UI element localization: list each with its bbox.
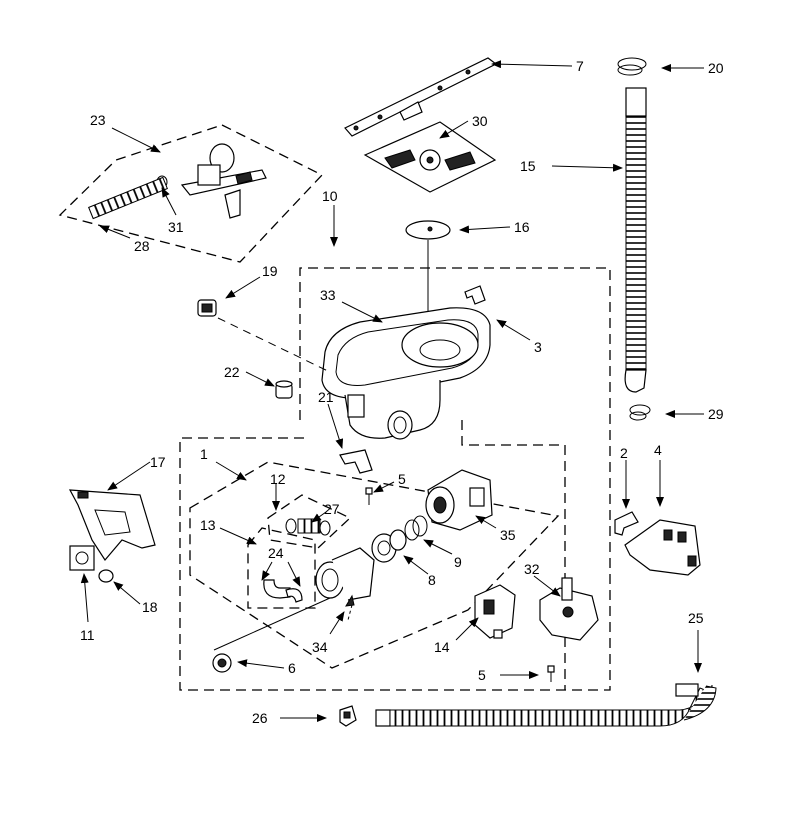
callout-18: 18 — [142, 599, 158, 615]
callout-19: 19 — [262, 263, 278, 279]
bracket-part-2 — [614, 511, 639, 536]
diverter-part-32 — [539, 577, 599, 641]
callout-29: 29 — [708, 406, 724, 422]
callout-8: 8 — [428, 572, 436, 588]
callout-24: 24 — [268, 545, 284, 561]
group-13-boundary — [247, 527, 316, 609]
callout-5b: 5 — [478, 667, 486, 683]
callout-22: 22 — [224, 364, 240, 380]
leader-6-connector — [213, 597, 331, 651]
callout-20: 20 — [708, 60, 724, 76]
callout-26: 26 — [252, 710, 268, 726]
callout-7: 7 — [576, 58, 584, 74]
callout-25: 25 — [688, 610, 704, 626]
callout-6: 6 — [288, 660, 296, 676]
screw-part-5-lower — [547, 665, 555, 682]
callout-17: 17 — [150, 454, 166, 470]
callout-4: 4 — [654, 442, 662, 458]
callout-28: 28 — [134, 238, 150, 254]
callout-13: 13 — [200, 517, 216, 533]
callout-21: 21 — [318, 389, 334, 405]
callout-27: 27 — [324, 501, 340, 517]
callout-34: 34 — [312, 639, 328, 655]
mount-part-11 — [69, 545, 95, 571]
group-12-boundary — [267, 494, 352, 549]
sump-housing-part-33 — [321, 307, 491, 440]
clip-part-26 — [339, 705, 357, 727]
bracket-part-17 — [68, 489, 156, 562]
screw-part-5-upper — [365, 487, 373, 505]
callout-33: 33 — [320, 287, 336, 303]
pump-motor-part-35 — [425, 469, 493, 531]
callout-labels: 7 20 23 30 15 31 28 16 10 19 33 3 22 29 … — [80, 58, 724, 726]
callout-23: 23 — [90, 112, 106, 128]
callout-2: 2 — [620, 445, 628, 461]
callout-3: 3 — [534, 339, 542, 355]
pump-body-part-34 — [315, 547, 375, 607]
inlet-valve-part-23 — [180, 143, 267, 219]
elbow-part-24 — [263, 579, 303, 603]
filter-plate-part-30 — [363, 121, 497, 193]
housing-part-4 — [624, 519, 701, 576]
spring-part-27 — [285, 518, 331, 536]
fitting-part-19 — [197, 299, 217, 317]
seal-part-9 — [404, 515, 428, 541]
callout-15: 15 — [520, 158, 536, 174]
seal-part-8 — [371, 529, 407, 563]
clip-part-3 — [464, 285, 486, 305]
drain-hose-part-15 — [624, 87, 647, 393]
callout-10: 10 — [322, 188, 338, 204]
callout-35: 35 — [500, 527, 516, 543]
callout-16: 16 — [514, 219, 530, 235]
callout-32: 32 — [524, 561, 540, 577]
group-23-boundary — [58, 124, 324, 263]
callout-5a: 5 — [398, 471, 406, 487]
leader-lines — [80, 60, 704, 722]
disk-part-16 — [405, 220, 451, 240]
bracket-part-21 — [339, 449, 373, 474]
group-10-boundary — [179, 267, 611, 691]
clamp-part-20 — [617, 57, 647, 76]
motor-part-14 — [474, 584, 516, 639]
drain-hose-part-25 — [375, 683, 717, 727]
callout-14: 14 — [434, 639, 450, 655]
callout-11: 11 — [80, 627, 95, 643]
group-10-inner — [461, 420, 566, 690]
group-1-boundary — [189, 461, 560, 669]
callout-9: 9 — [454, 554, 462, 570]
group-boundaries — [58, 124, 611, 691]
callout-12: 12 — [270, 471, 286, 487]
clamp-part-29 — [629, 404, 651, 421]
cap-part-22 — [275, 380, 293, 399]
plug-part-18 — [98, 569, 114, 583]
coupling-part-6 — [212, 653, 232, 673]
callout-31: 31 — [168, 219, 184, 235]
callout-1: 1 — [200, 446, 208, 462]
hose-part-28 — [88, 176, 168, 220]
callout-30: 30 — [472, 113, 488, 129]
leader-19-dashed — [217, 317, 331, 373]
